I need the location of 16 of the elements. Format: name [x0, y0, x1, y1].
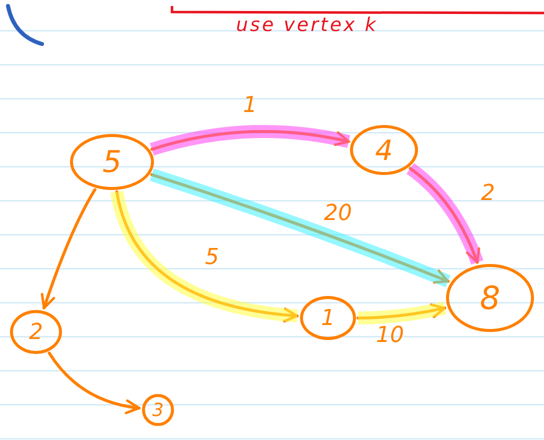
vertex-circle: 1	[300, 296, 356, 340]
edge-label: 1	[243, 95, 257, 117]
vertex-circle: 5	[70, 134, 154, 190]
vertex-circle: 8	[446, 264, 534, 332]
edge-label: 10	[376, 325, 404, 347]
edge-label: 5	[205, 247, 219, 269]
arrow	[150, 130, 350, 151]
vertex-circle: 4	[350, 125, 418, 175]
arrow	[356, 303, 446, 320]
handwritten-note: use vertex k	[236, 14, 378, 36]
edge-label: 20	[324, 203, 352, 225]
arrow	[48, 352, 141, 414]
arrow	[40, 188, 96, 310]
edge-label: 2	[481, 183, 495, 205]
vertex-circle: 3	[142, 394, 174, 426]
vertex-circle: 2	[10, 310, 62, 354]
